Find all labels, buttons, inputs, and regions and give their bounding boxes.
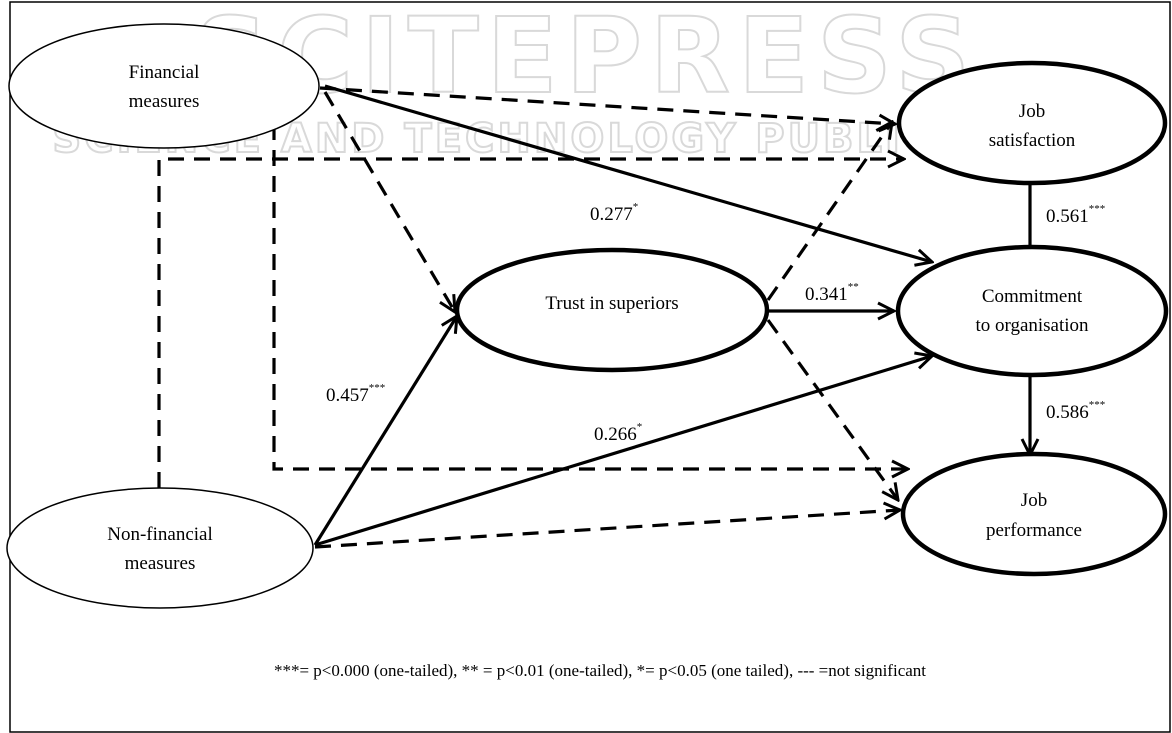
significance-legend: ***= p<0.000 (one-tailed), ** = p<0.01 (… [274, 661, 926, 680]
path-trust-performance [766, 319, 898, 500]
node-trust-line1: Trust in superiors [545, 293, 678, 314]
figure-frame [9, 1, 1171, 733]
coef-value: 0.277 [590, 204, 633, 225]
node-nonfinancial-measures: Non-financial measures [6, 487, 314, 609]
node-financial-measures: Financial measures [8, 23, 320, 149]
node-commitment-line1: Commitment [982, 286, 1083, 307]
coef-significance: * [637, 421, 643, 433]
coef-value: 0.457 [326, 385, 369, 406]
watermark-title: SCITEPRESS [194, 0, 978, 117]
coef-commitment-performance: 0.586*** [1046, 399, 1105, 423]
coef-value: 0.266 [594, 424, 637, 445]
coef-significance: *** [1089, 203, 1106, 215]
coef-financial-commitment: 0.277* [590, 201, 638, 225]
node-commitment-line2: to organisation [975, 315, 1089, 336]
node-trust-in-superiors: Trust in superiors [454, 247, 770, 373]
path-financial-satisfaction [319, 86, 895, 124]
path-nonfinancial-satisfaction-corr [157, 159, 904, 488]
coef-value: 0.561 [1046, 206, 1089, 227]
coef-trust-commitment: 0.341** [805, 281, 859, 305]
coef-value: 0.341 [805, 284, 848, 305]
path-financial-trust [323, 91, 455, 312]
node-job-satisfaction: Job satisfaction [896, 60, 1168, 186]
node-performance-line2: performance [986, 520, 1082, 541]
node-nonfinancial-line2: measures [125, 553, 196, 574]
node-commitment-to-organisation: Commitment to organisation [895, 244, 1169, 378]
path-nonfinancial-commitment [314, 356, 932, 547]
node-performance-line1: Job [1021, 490, 1047, 511]
node-financial-line1: Financial [129, 62, 200, 83]
node-satisfaction-line1: Job [1019, 101, 1045, 122]
node-financial-line2: measures [129, 91, 200, 112]
path-nonfinancial-performance [314, 510, 900, 549]
coef-significance: ** [848, 281, 859, 293]
path-nonfinancial-trust [313, 316, 457, 546]
path-financial-commitment [324, 84, 932, 262]
coef-significance: *** [1089, 399, 1106, 411]
coef-significance: * [633, 201, 639, 213]
coef-significance: *** [369, 382, 386, 394]
coef-commitment-satisfaction: 0.561*** [1046, 203, 1105, 227]
path-financial-performance [272, 124, 908, 469]
path-trust-satisfaction [766, 122, 892, 301]
node-nonfinancial-line1: Non-financial [107, 524, 213, 545]
node-satisfaction-line2: satisfaction [989, 130, 1076, 151]
coef-value: 0.586 [1046, 402, 1089, 423]
node-job-performance: Job performance [900, 451, 1168, 577]
coef-nonfinancial-commitment: 0.266* [594, 421, 642, 445]
coef-nonfinancial-trust: 0.457*** [326, 382, 385, 406]
